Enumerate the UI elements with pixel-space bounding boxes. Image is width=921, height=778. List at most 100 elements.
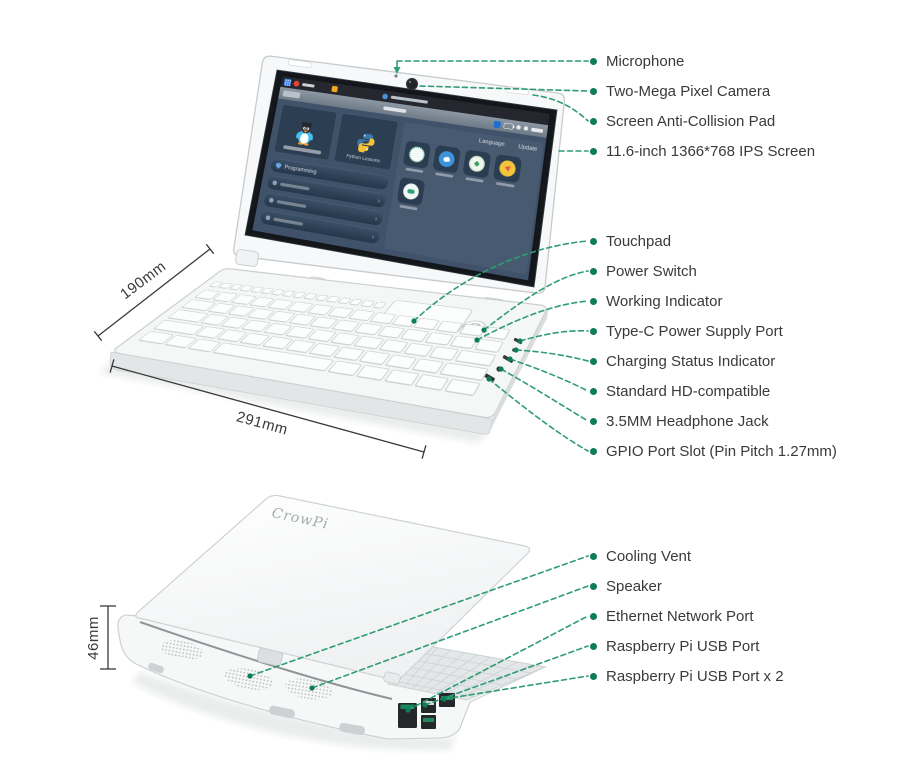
key — [412, 358, 445, 374]
dimension-height — [100, 605, 116, 670]
camera-lens — [405, 77, 419, 91]
card-caption-blur — [283, 145, 322, 155]
usb-tongue-upper — [423, 701, 434, 705]
clock-blur — [531, 127, 544, 133]
volume-icon — [523, 126, 529, 131]
label-cooling-vent: Cooling Vent — [590, 546, 691, 566]
key — [428, 346, 460, 361]
rubber-feet — [148, 662, 365, 736]
vnc-icon — [493, 120, 502, 129]
label-usb-port-x2: Raspberry Pi USB Port x 2 — [590, 666, 784, 686]
app-tile — [462, 149, 492, 183]
menu-icon — [265, 215, 271, 221]
dimension-depth — [93, 243, 215, 342]
callout-dot — [590, 297, 597, 305]
key — [372, 301, 387, 309]
taskbar-text-blur — [301, 82, 315, 88]
key — [449, 335, 479, 349]
chevron-right-icon: › — [371, 232, 375, 241]
app-icon — [467, 154, 486, 173]
app-icon — [498, 159, 517, 178]
taskbar-app-icon-3 — [381, 93, 389, 100]
label-hd-compatible: Standard HD-compatible — [590, 381, 770, 401]
taskbar-app-icon — [293, 80, 300, 87]
callout-dot — [590, 642, 597, 650]
key — [444, 378, 481, 396]
label-power-switch: Power Switch — [590, 261, 697, 281]
python-logo-icon — [356, 132, 376, 155]
tile-caption-blur — [399, 204, 418, 211]
update-button: Update — [517, 143, 538, 153]
app-icon — [437, 150, 456, 169]
menu-icon — [272, 180, 278, 186]
apps-panel: Language Update — [383, 122, 544, 275]
callout-dot — [590, 267, 597, 275]
label-working-indicator: Working Indicator — [590, 291, 722, 311]
callout-dot — [590, 327, 597, 335]
app-tile — [396, 176, 426, 211]
label-gpio-slot: GPIO Port Slot (Pin Pitch 1.27mm) — [590, 441, 837, 461]
key — [424, 331, 454, 346]
laptop-screen: Python Lessons Programming › › › Languag… — [250, 74, 553, 284]
crowpi-lessons-card — [273, 104, 338, 161]
label-ips-screen: 11.6-inch 1366*768 IPS Screen — [590, 141, 815, 161]
titlebar-button-blur — [282, 90, 301, 99]
menu-icon — [268, 197, 274, 203]
usb-tongue-single — [441, 696, 453, 700]
tile-caption-blur — [496, 182, 515, 188]
app-tile — [492, 153, 523, 188]
label-ethernet-port: Ethernet Network Port — [590, 606, 754, 626]
window-title-blur — [382, 105, 407, 113]
callout-dot — [590, 387, 597, 395]
dimension-height-text: 46mm — [85, 616, 102, 660]
callout-dot — [590, 447, 597, 455]
label-headphone-jack: 3.5MM Headphone Jack — [590, 411, 769, 431]
callout-dot — [590, 582, 597, 590]
app-content: Python Lessons Programming › › › Languag… — [252, 98, 547, 281]
label-anti-collision-pad: Screen Anti-Collision Pad — [590, 111, 775, 131]
closed-laptop-shadow — [132, 672, 455, 751]
key — [414, 373, 450, 391]
menu-item-label: Programming — [283, 163, 318, 176]
callout-dot — [590, 117, 597, 125]
usb-port-upper — [421, 698, 436, 713]
lessons-column: Python Lessons Programming › › › — [259, 104, 399, 245]
lessons-menu: Programming › › › — [259, 157, 390, 245]
battery-icon — [503, 122, 514, 130]
chevron-right-icon: › — [374, 214, 378, 223]
label-speaker: Speaker — [590, 576, 662, 596]
tile-caption-blur — [465, 177, 484, 183]
callout-dot — [590, 612, 597, 620]
menu-label-blur — [273, 217, 304, 226]
menu-label-blur — [276, 199, 307, 208]
tile-caption-blur — [435, 172, 454, 178]
menu-label-blur — [279, 182, 310, 191]
callout-dot — [590, 672, 597, 680]
app-icon — [402, 182, 420, 201]
callout-dot — [590, 57, 597, 65]
label-usb-port: Raspberry Pi USB Port — [590, 636, 759, 656]
app-grid-icon — [283, 78, 292, 87]
microphone-hole — [394, 74, 398, 78]
callout-dot — [590, 237, 597, 245]
key — [483, 326, 511, 340]
usb-tongue-lower — [423, 718, 434, 722]
cooling-vent-grille — [160, 640, 204, 660]
chevron-right-icon: › — [377, 196, 381, 205]
label-type-c-port: Type-C Power Supply Port — [590, 321, 783, 341]
dimension-depth-text: 190mm — [117, 258, 169, 303]
label-microphone: Microphone — [590, 51, 684, 71]
app-icon — [408, 145, 426, 164]
tile-caption-blur — [405, 167, 424, 173]
key — [459, 323, 487, 337]
python-card-caption: Python Lessons — [345, 152, 381, 164]
shield-icon — [275, 162, 281, 169]
label-camera: Two-Mega Pixel Camera — [590, 81, 770, 101]
ethernet-led-tab — [400, 704, 415, 709]
callout-dot — [590, 87, 597, 95]
anti-collision-pad-left — [287, 59, 313, 69]
callout-dot — [590, 147, 597, 155]
callout-dot — [590, 552, 597, 560]
camera-glint — [408, 80, 412, 84]
